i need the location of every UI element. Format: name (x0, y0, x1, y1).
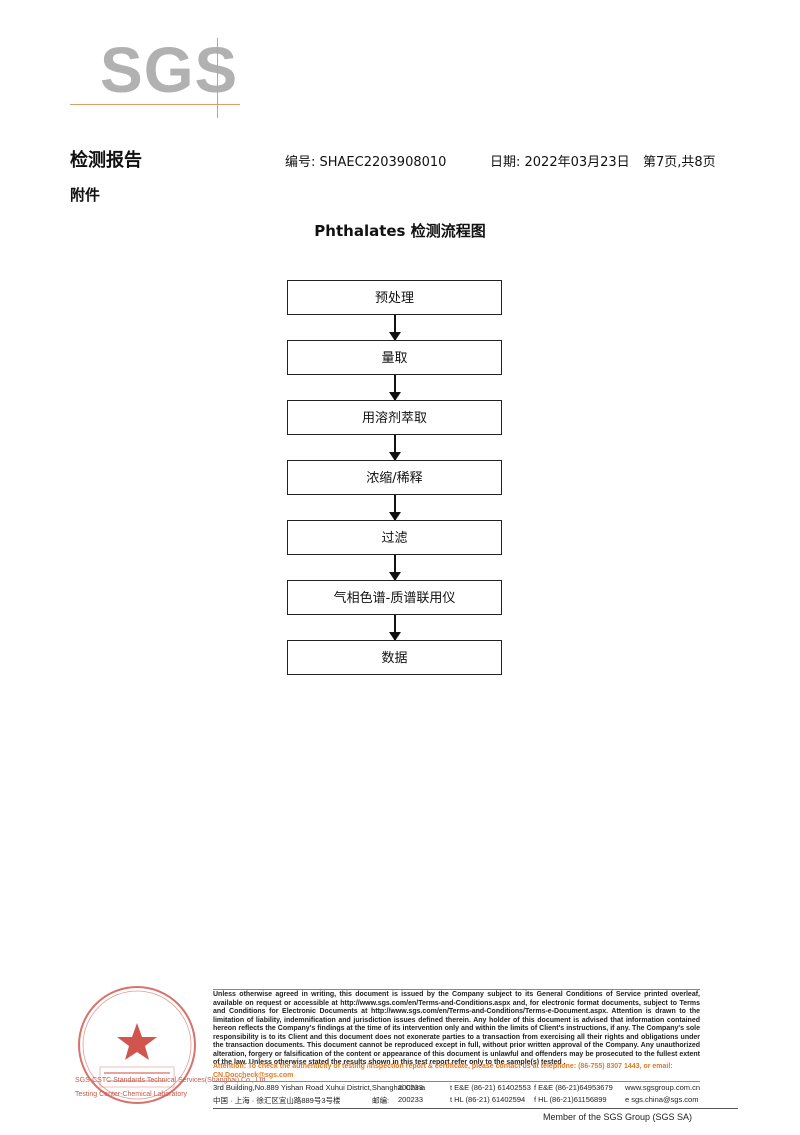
logo-vertical-rule (217, 38, 218, 118)
authenticity-notice: Attention: To check the authenticity of … (213, 1063, 673, 1079)
logo-horizontal-rule (70, 104, 240, 105)
flow-step-concentrate-dilute: 浓缩/稀释 (287, 460, 502, 495)
flow-arrow (389, 375, 401, 401)
email: e sgs.china@sgs.com (625, 1095, 699, 1104)
website: www.sgsgroup.com.cn (625, 1083, 701, 1092)
footer-divider (213, 989, 700, 990)
postcode-label-chinese: 邮编: (372, 1096, 390, 1105)
inspection-seal-stamp (78, 986, 196, 1104)
flow-arrow (389, 315, 401, 341)
postcode-english: 200233 (398, 1083, 424, 1092)
flow-step-extraction: 用溶剂萃取 (287, 400, 502, 435)
flowchart-title: Phthalates 检测流程图 (314, 222, 486, 240)
flow-step-pretreatment: 预处理 (287, 280, 502, 315)
fax-hl: f HL (86-21)61156899 (534, 1095, 607, 1104)
sgs-logo: SGS (100, 34, 239, 106)
flow-step-gcms: 气相色谱-质谱联用仪 (287, 580, 502, 615)
telephone-hl: t HL (86-21) 61402594 (450, 1095, 526, 1104)
report-date: 日期: 2022年03月23日 (490, 155, 630, 170)
flow-step-measure: 量取 (287, 340, 502, 375)
flow-step-filtration: 过滤 (287, 520, 502, 555)
flow-arrow (389, 615, 401, 641)
flow-arrow (389, 495, 401, 521)
telephone-ee: t E&E (86-21) 61402553 (450, 1083, 531, 1092)
page-indicator: 第7页,共8页 (643, 155, 716, 170)
footer-divider (213, 1081, 700, 1082)
seal-company-name: SGS-CSTC Standards Technical Services(Sh… (75, 1077, 268, 1084)
flow-step-data: 数据 (287, 640, 502, 675)
disclaimer-text: Unless otherwise agreed in writing, this… (213, 991, 700, 1066)
sgs-group-membership: Member of the SGS Group (SGS SA) (543, 1112, 693, 1122)
appendix-label: 附件 (70, 186, 101, 204)
address-english: 3rd Building,No.889 Yishan Road Xuhui Di… (213, 1083, 426, 1092)
flow-arrow (389, 435, 401, 461)
postcode-chinese: 200233 (398, 1095, 424, 1104)
seal-lab-name: Testing Center-Chemical Laboratory (75, 1091, 188, 1098)
report-title: 检测报告 (70, 150, 142, 171)
report-number: 编号: SHAEC2203908010 (285, 155, 447, 170)
fax-ee: f E&E (86-21)64953679 (534, 1083, 613, 1092)
footer-bottom-rule (213, 1108, 738, 1109)
flow-arrow (389, 555, 401, 581)
address-chinese: 中国 · 上海 · 徐汇区宜山路889号3号楼 (213, 1096, 341, 1105)
